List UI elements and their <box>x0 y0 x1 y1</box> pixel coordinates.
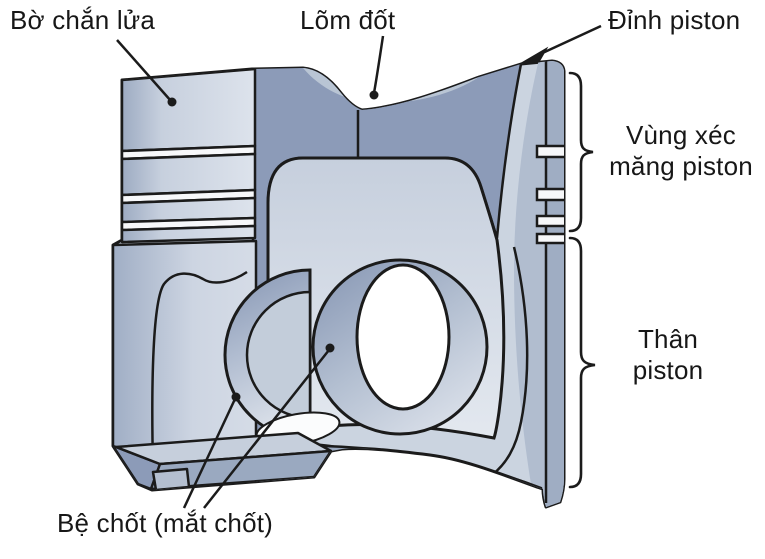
pin-boss-bore-face <box>245 290 312 420</box>
leader-lines <box>116 24 602 509</box>
leader-dots <box>167 90 379 402</box>
label-fire-land: Bờ chắn lửa <box>10 5 156 35</box>
label-piston-crown: Đỉnh piston <box>608 5 741 35</box>
label-pin-boss: Bệ chốt (mắt chốt) <box>57 508 274 538</box>
label-ring-zone: Vùng xéc măng piston <box>609 120 753 182</box>
left-ring-lands <box>120 67 257 244</box>
right-ring-grooves <box>535 144 564 245</box>
skirt-brace <box>568 236 596 489</box>
label-combustion-bowl: Lõm đốt <box>300 5 396 35</box>
pin-hole <box>355 263 451 411</box>
braces <box>568 71 596 489</box>
outer-edge-sliver <box>546 61 564 507</box>
crown-arrowhead <box>521 46 549 63</box>
right-wall-contour <box>491 246 529 476</box>
label-piston-skirt: Thân piston <box>632 324 704 386</box>
ring-zone-brace <box>568 71 594 233</box>
